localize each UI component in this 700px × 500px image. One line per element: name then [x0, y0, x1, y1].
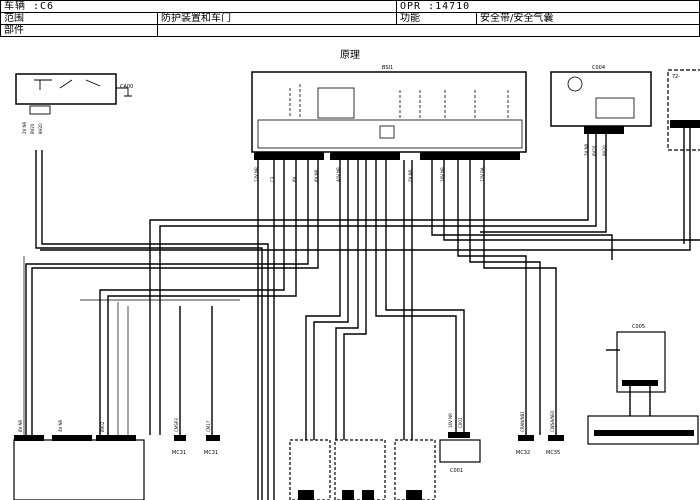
c001-label: C001	[450, 468, 463, 474]
function-value: 安全带/安全气囊	[476, 12, 700, 25]
right-box	[667, 69, 700, 151]
mc-code-2: CM17	[206, 420, 211, 432]
mc31a-label: MC31	[172, 450, 186, 456]
mc-code-1: CMSP3	[174, 418, 179, 432]
part-value	[157, 24, 700, 37]
ca00-pin-2: 8V20	[30, 123, 35, 134]
c005-box	[616, 331, 666, 393]
mc-code-3: CRAN/NB1	[520, 411, 525, 432]
opr-cell: OPR :14710	[396, 0, 700, 13]
section-title: 原理	[340, 50, 360, 61]
left-bottom-pin-2: 4V NR	[58, 419, 63, 432]
c004-pin-2: 8V20	[592, 145, 597, 156]
mc35-label: MC35	[546, 450, 560, 456]
bsi-pin-4: 8V NR	[314, 169, 319, 182]
c001-pin-2: C001	[458, 417, 463, 428]
bsi1-box	[251, 71, 527, 153]
header-table: 车辆 :C6 OPR :14710 范围 防护装置和车门 功能 安全带/安全气囊…	[0, 0, 700, 50]
mc-code-4: CWSA/NE0	[550, 410, 555, 432]
function-label: 功能	[396, 12, 477, 25]
scope-value: 防护装置和车门	[157, 12, 397, 25]
right-box-label: 72-	[672, 74, 680, 80]
bsi-pin-7: 16V NR	[440, 167, 445, 182]
c001-pin-1: 16V NR	[448, 413, 453, 428]
dashed-group-2	[334, 439, 386, 500]
left-bottom-pin-3: 8V02	[100, 421, 105, 432]
left-bottom-pin-1: 8V NR	[18, 419, 23, 432]
c004-pin-3: 8H20	[602, 145, 607, 156]
bsi1-relay	[317, 87, 355, 119]
bsi-pin-8: 12V BA	[480, 167, 485, 182]
c005-label: C005	[632, 324, 645, 330]
ca00-pin-1: 2V NR	[22, 121, 27, 134]
bottom-left-module	[13, 439, 145, 500]
vehicle-cell: 车辆 :C6	[0, 0, 397, 13]
bsi-pin-3: 8V	[292, 176, 297, 182]
bsi-pin-5: 40V NR	[336, 167, 341, 182]
bsi-pin-1: 12V NR	[254, 167, 259, 182]
ca00-label: CA00	[120, 84, 133, 90]
bsi1-label: BSI1	[382, 65, 393, 71]
bsi1-inner-panel	[257, 119, 523, 149]
c001-box	[439, 439, 481, 463]
wiring-diagram: CA00 BSI1 C004 72- C001 C005 MC31 MC31 M…	[13, 65, 700, 500]
mc32-label: MC32	[516, 450, 530, 456]
dashed-group-3	[394, 439, 436, 500]
c004-label: C004	[592, 65, 605, 71]
scope-label: 范围	[0, 12, 158, 25]
c004-pin-1: 2V NR	[584, 143, 589, 156]
bottom-right-module	[587, 415, 699, 445]
mc31b-label: MC31	[204, 450, 218, 456]
dashed-group-1	[289, 439, 331, 500]
bsi-pin-6: 2V NR	[408, 169, 413, 182]
ca00-pin-3: 8H20	[38, 123, 43, 134]
ca00-box	[15, 73, 117, 105]
bsi-pin-2: C3	[270, 176, 275, 182]
bsi1-chip	[379, 125, 395, 139]
part-label: 部件	[0, 24, 158, 37]
